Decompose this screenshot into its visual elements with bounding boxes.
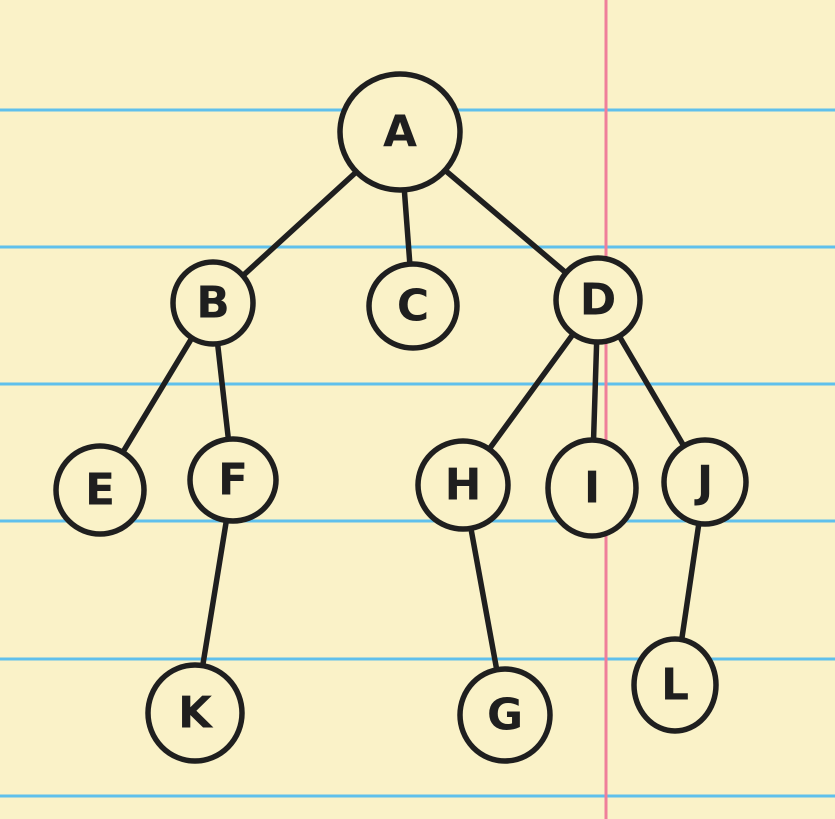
node-label: E xyxy=(85,465,115,516)
node-label: G xyxy=(487,690,523,741)
node-circle xyxy=(145,662,245,764)
node-label: F xyxy=(218,455,248,506)
node-circle xyxy=(53,443,147,537)
node-label: H xyxy=(445,460,482,511)
node-label: K xyxy=(178,688,214,739)
ruled-lines xyxy=(0,108,835,798)
node-label: C xyxy=(397,281,429,332)
node-circle xyxy=(366,261,460,351)
node-A: A xyxy=(337,71,463,193)
node-D: D xyxy=(553,255,643,345)
node-label: A xyxy=(383,107,417,158)
node-I: I xyxy=(545,437,639,539)
node-E: E xyxy=(53,443,147,537)
node-G: G xyxy=(457,666,553,764)
node-K: K xyxy=(145,662,245,764)
node-F: F xyxy=(187,436,279,524)
node-label: L xyxy=(661,660,689,711)
node-circle xyxy=(545,437,639,539)
node-label: J xyxy=(694,457,713,508)
node-circle xyxy=(457,666,553,764)
node-J: J xyxy=(661,437,749,527)
tree-nodes: A B C D E F H I J K G L xyxy=(53,71,749,764)
node-circle xyxy=(415,438,511,532)
node-circle xyxy=(631,636,719,734)
node-circle xyxy=(553,255,643,345)
node-L: L xyxy=(631,636,719,734)
node-circle xyxy=(337,71,463,193)
node-H: H xyxy=(415,438,511,532)
node-circle xyxy=(661,437,749,527)
node-circle xyxy=(187,436,279,524)
node-circle xyxy=(170,259,256,347)
node-C: C xyxy=(366,261,460,351)
node-label: I xyxy=(584,463,600,514)
node-label: B xyxy=(196,278,230,329)
node-label: D xyxy=(580,275,617,326)
node-B: B xyxy=(170,259,256,347)
